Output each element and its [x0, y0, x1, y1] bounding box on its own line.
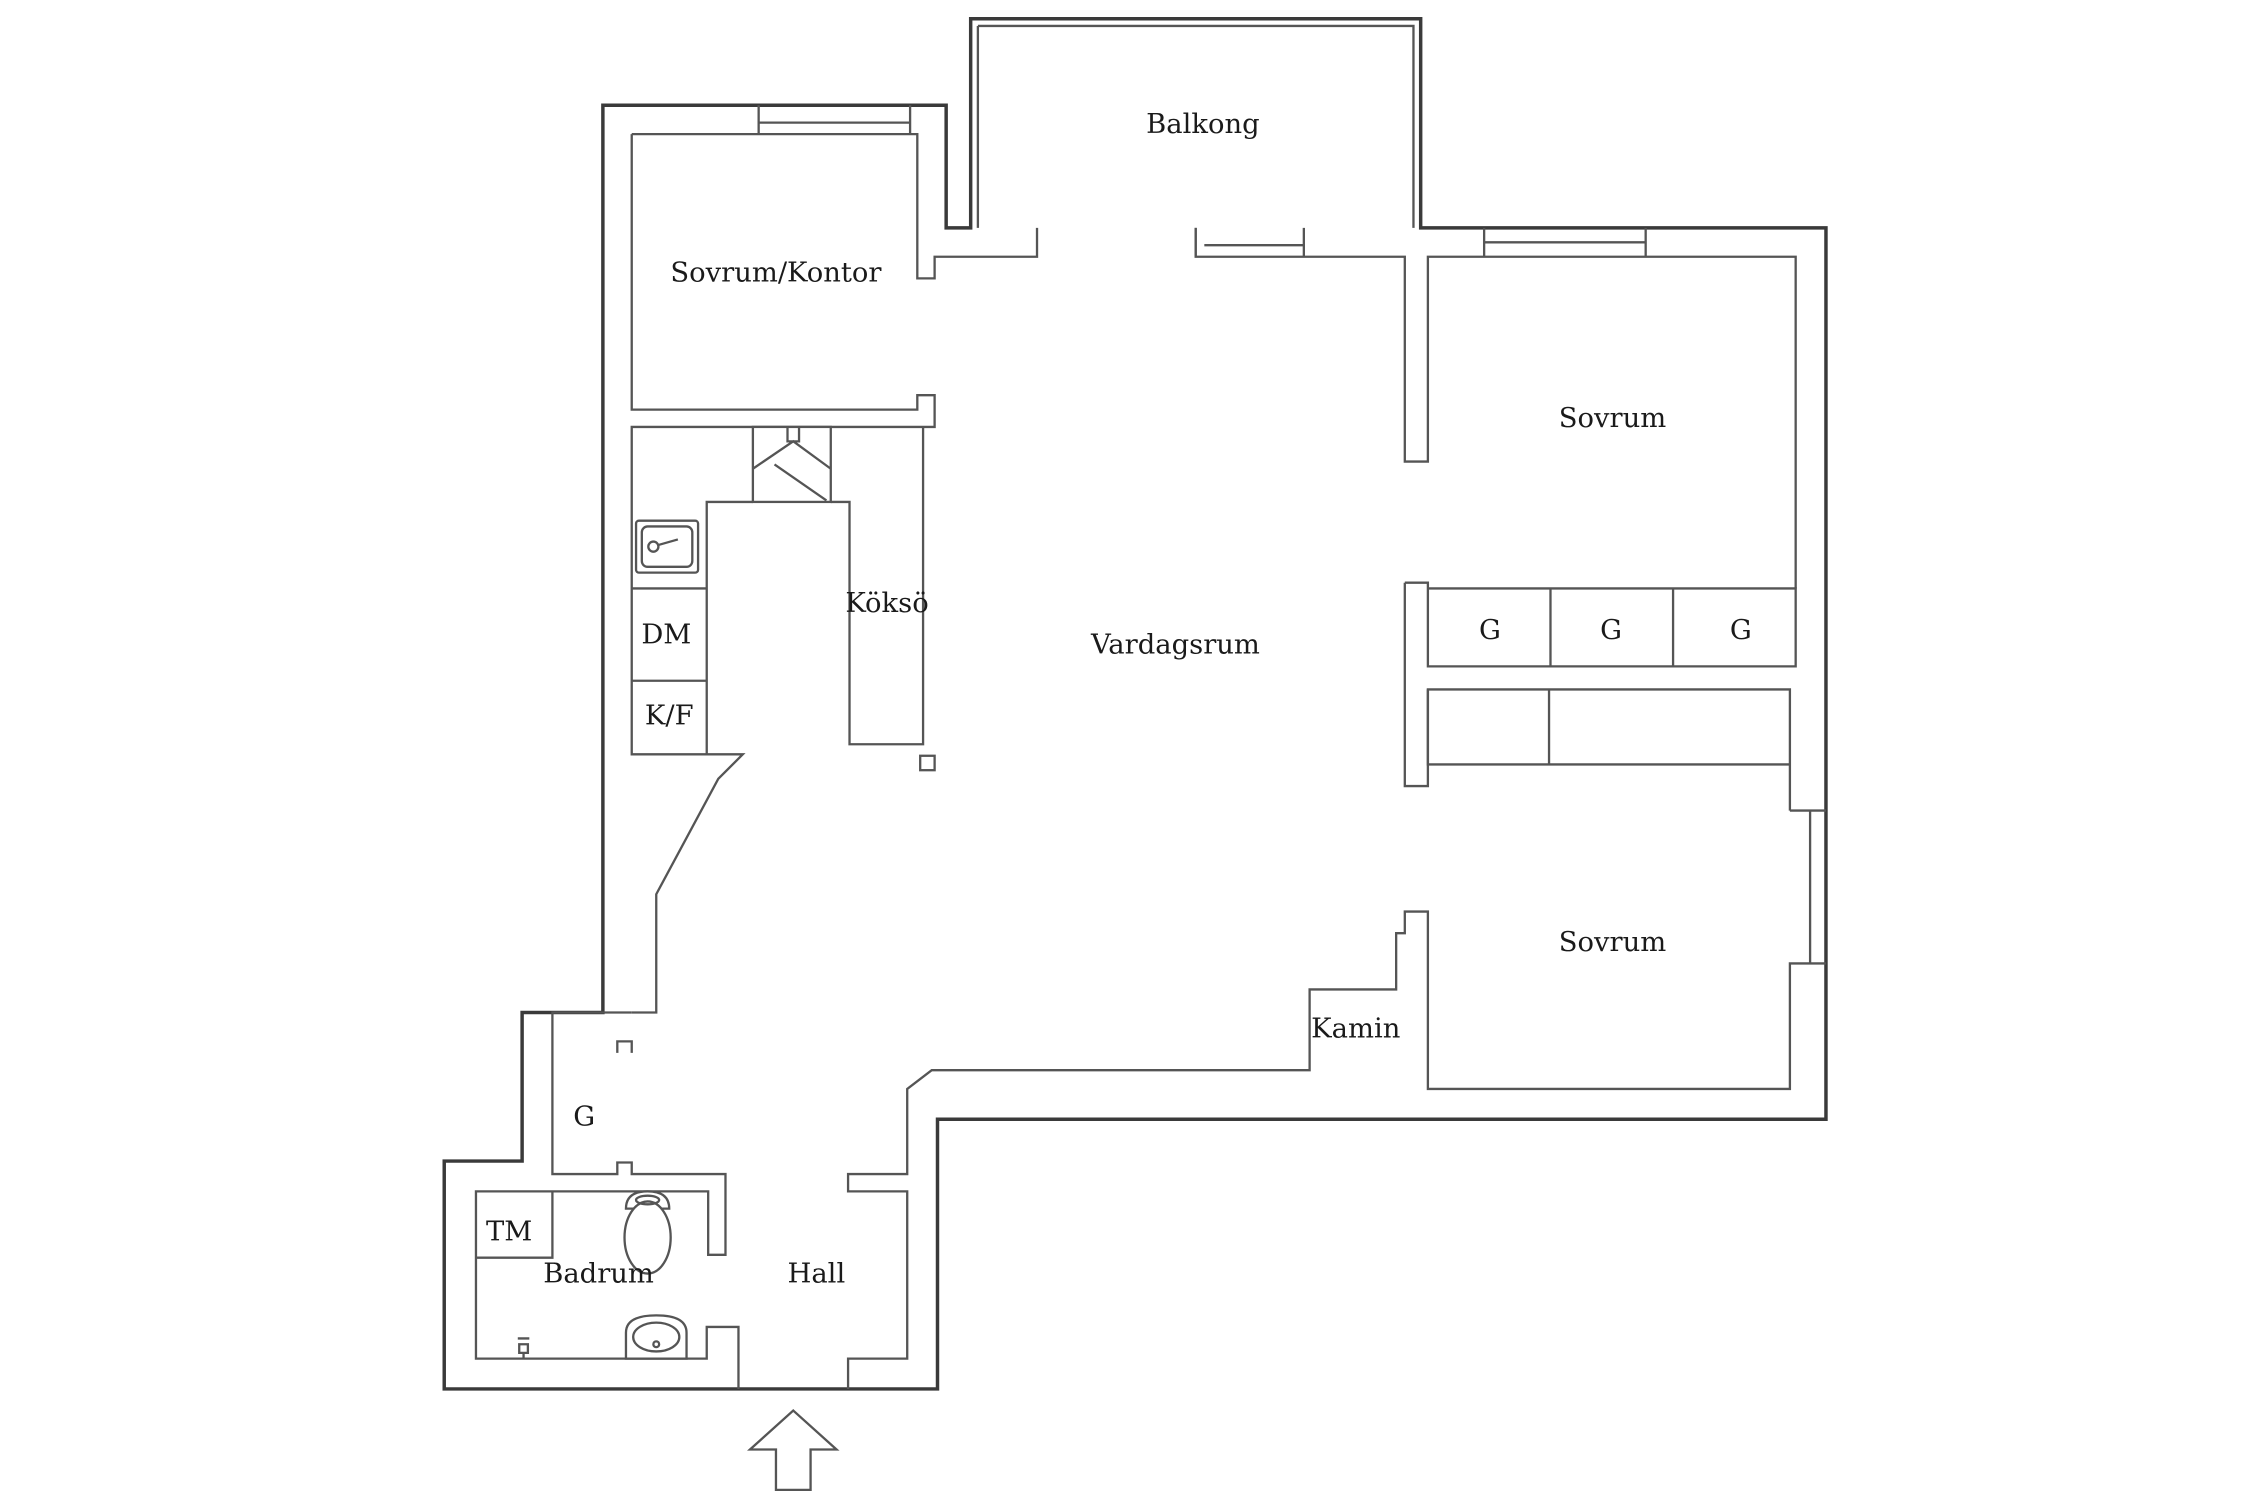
fixture-label-dm: DM — [641, 620, 691, 651]
room-labels: Balkong Sovrum/Kontor Sovrum Sovrum Vard… — [543, 109, 1666, 1290]
fixture-label-kamin: Kamin — [1311, 1013, 1400, 1044]
wardrobe-label-2: G — [1600, 615, 1622, 646]
wardrobe-label-3: G — [1730, 615, 1752, 646]
wardrobe-label-hall: G — [573, 1101, 595, 1132]
tap-icon — [517, 1337, 530, 1359]
stove-hood-icon — [751, 425, 832, 504]
exterior-walls — [442, 17, 1828, 1391]
kitchen-counters — [631, 426, 936, 772]
room-label-sovrum-top: Sovrum — [1559, 403, 1666, 434]
room-label-balkong: Balkong — [1146, 109, 1259, 140]
room-label-vardagsrum: Vardagsrum — [1090, 630, 1260, 661]
room-label-sovrum-bottom: Sovrum — [1559, 927, 1666, 958]
arrow-up-icon — [746, 1409, 840, 1492]
toilet-icon — [623, 1190, 672, 1275]
windows — [757, 24, 1647, 257]
column-marker — [919, 754, 936, 772]
kitchen-sink-icon — [634, 519, 700, 574]
room-label-badrum: Badrum — [543, 1259, 654, 1290]
fixture-label-kf: K/F — [645, 700, 694, 731]
room-label-koksö: Köksö — [845, 588, 928, 619]
fixture-labels: DM K/F Kamin TM G G G G — [486, 615, 1752, 1247]
room-label-hall: Hall — [787, 1259, 845, 1290]
wardrobe-label-1: G — [1479, 615, 1501, 646]
wardrobe-fronts — [475, 588, 1675, 1259]
room-label-sovrum-kontor: Sovrum/Kontor — [670, 258, 882, 289]
washbasin-icon — [624, 1314, 688, 1360]
fixture-label-tm: TM — [486, 1217, 532, 1248]
